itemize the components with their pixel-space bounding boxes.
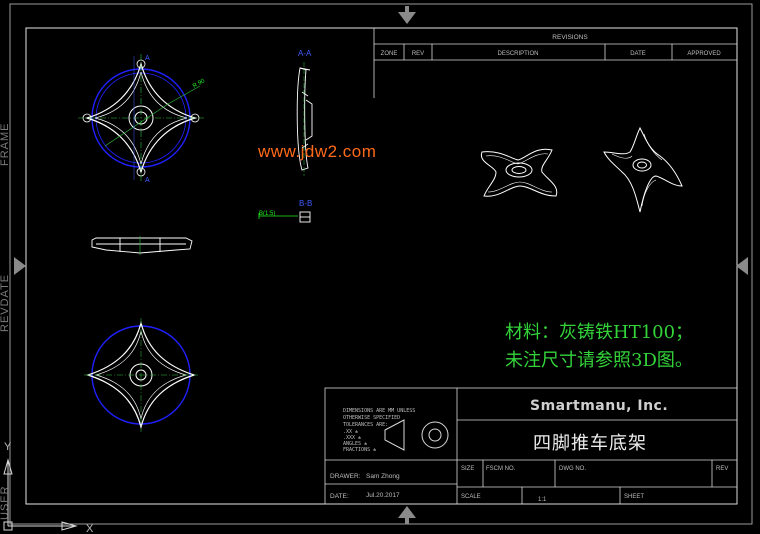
rev-col-description: DESCRIPTION <box>497 51 538 57</box>
material-note: 材料：灰铸铁HT100； <box>505 322 694 343</box>
rev-col-date: DATE <box>630 51 646 57</box>
detail-dimension-text: B(1:5) <box>259 211 275 217</box>
scale-label: SCALE <box>461 494 481 500</box>
part-name: 四脚推车底架 <box>533 433 647 454</box>
svg-text:DIMENSIONS ARE MM UNLESS: DIMENSIONS ARE MM UNLESS <box>343 408 415 414</box>
rev-label: REV <box>716 466 728 472</box>
centering-arrow-icon <box>14 6 748 524</box>
svg-text:ANGLES ±: ANGLES ± <box>343 441 367 447</box>
section-marker-a-bottom: A <box>145 177 150 184</box>
section-bb-view[interactable] <box>299 211 311 223</box>
section-marker-a-top: A <box>145 55 150 62</box>
sheet-label: SHEET <box>624 494 644 500</box>
rev-col-approved: APPROVED <box>687 51 721 57</box>
size-label: SIZE <box>461 466 474 472</box>
radius-dimension: R 90 <box>192 78 207 90</box>
revisions-title: REVISIONS <box>552 34 588 41</box>
date-label: DATE: <box>330 493 349 500</box>
third-angle-projection-icon <box>384 419 449 451</box>
company-name: Smartmanu, Inc. <box>530 398 669 414</box>
front-view[interactable] <box>91 236 193 255</box>
dimension-note: 未注尺寸请参照3D图。 <box>505 350 693 371</box>
svg-text:FRACTIONS ±: FRACTIONS ± <box>343 447 376 453</box>
side-label-revdate: REVDATE <box>0 273 11 332</box>
drawer-value: Sam Zhong <box>366 473 400 480</box>
ucs-icon <box>3 458 78 531</box>
ucs-y-label: Y <box>4 441 12 453</box>
svg-text:TOLERANCES ARE:: TOLERANCES ARE: <box>343 422 388 428</box>
section-aa-label: A-A <box>298 49 312 58</box>
title-block <box>324 387 738 505</box>
watermark-text: www.jdw2.com <box>258 142 377 161</box>
svg-text:OTHERWISE SPECIFIED: OTHERWISE SPECIFIED <box>343 415 400 421</box>
revisions-table <box>373 28 737 98</box>
top-view[interactable] <box>78 54 204 182</box>
fscm-label: FSCM NO. <box>486 466 516 472</box>
side-label-frame: FRAME <box>0 122 11 167</box>
ucs-x-label: X <box>86 523 94 534</box>
svg-text:.XX ±: .XX ± <box>343 429 358 435</box>
dimension-detail <box>258 213 298 219</box>
bottom-view[interactable] <box>84 318 198 432</box>
drawer-label: DRAWER: <box>330 473 361 480</box>
rev-col-rev: REV <box>412 51 424 57</box>
svg-text:.XXX ±: .XXX ± <box>343 435 361 441</box>
outer-frame <box>9 3 753 525</box>
dwg-label: DWG NO. <box>559 466 586 472</box>
section-aa-view[interactable] <box>296 62 313 176</box>
scale-value: 1:1 <box>538 497 547 503</box>
date-value: Jul.20.2017 <box>366 492 400 499</box>
section-bb-label: B-B <box>299 199 312 208</box>
tolerance-notes: DIMENSIONS ARE MM UNLESS OTHERWISE SPECI… <box>343 408 415 453</box>
rev-col-zone: ZONE <box>381 51 398 57</box>
side-label-user: USER <box>0 485 11 520</box>
isometric-view-2[interactable] <box>603 126 683 213</box>
isometric-view-1[interactable] <box>480 148 558 197</box>
